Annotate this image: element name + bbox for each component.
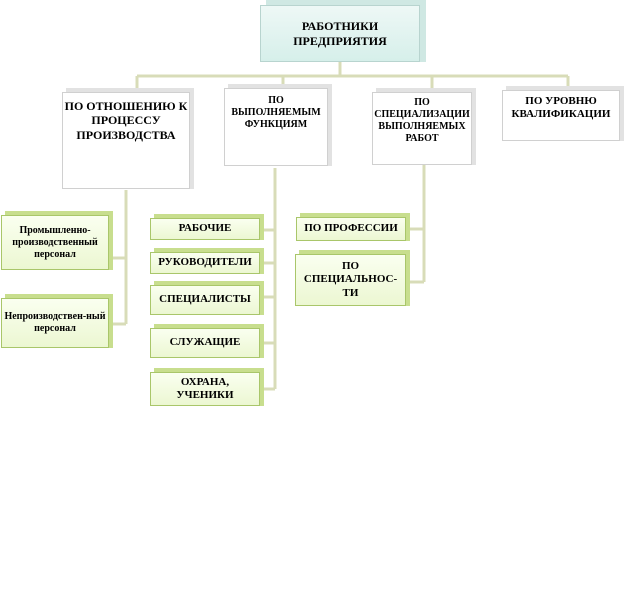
function-item-label: СПЕЦИАЛИСТЫ [159,293,251,306]
specialization-item-label: ПО ПРОФЕССИИ [304,222,398,235]
category-specialization-label: ПО СПЕЦИАЛИЗАЦИИ ВЫПОЛНЯЕМЫХ РАБОТ [374,97,470,144]
function-item: СЛУЖАЩИЕ [150,328,260,358]
function-item: РУКОВОДИТЕЛИ [150,252,260,274]
function-item: ОХРАНА, УЧЕНИКИ [150,372,260,406]
category-functions: ПО ВЫПОЛНЯЕМЫМ ФУНКЦИЯМ [224,88,328,166]
function-item: СПЕЦИАЛИСТЫ [150,285,260,315]
category-specialization: ПО СПЕЦИАЛИЗАЦИИ ВЫПОЛНЯЕМЫХ РАБОТ [372,92,472,165]
category-qualification: ПО УРОВНЮ КВАЛИФИКАЦИИ [502,90,620,141]
production-item: Промышленно-производственный персонал [1,215,109,270]
function-item-label: СЛУЖАЩИЕ [169,336,241,349]
root-label: РАБОТНИКИ ПРЕДПРИЯТИЯ [293,19,387,48]
production-item-label: Промышленно-производственный персонал [12,224,98,260]
category-production: ПО ОТНОШЕНИЮ К ПРОЦЕССУ ПРОИЗВОДСТВА [62,92,190,189]
specialization-item: ПО ПРОФЕССИИ [296,217,406,241]
function-item-label: ОХРАНА, УЧЕНИКИ [176,375,234,401]
root-node: РАБОТНИКИ ПРЕДПРИЯТИЯ [260,5,420,62]
category-functions-label: ПО ВЫПОЛНЯЕМЫМ ФУНКЦИЯМ [231,95,321,130]
production-item: Непроизводствен-ный персонал [1,298,109,348]
function-item-label: РАБОЧИЕ [178,222,232,235]
function-item-label: РУКОВОДИТЕЛИ [158,256,252,269]
specialization-item-label: ПО СПЕЦИАЛЬНОС-ТИ [303,260,398,299]
specialization-item: ПО СПЕЦИАЛЬНОС-ТИ [295,254,406,306]
category-qualification-label: ПО УРОВНЮ КВАЛИФИКАЦИИ [511,95,611,121]
function-item: РАБОЧИЕ [150,218,260,240]
production-item-label: Непроизводствен-ный персонал [4,311,106,334]
category-production-label: ПО ОТНОШЕНИЮ К ПРОЦЕССУ ПРОИЗВОДСТВА [64,99,188,142]
